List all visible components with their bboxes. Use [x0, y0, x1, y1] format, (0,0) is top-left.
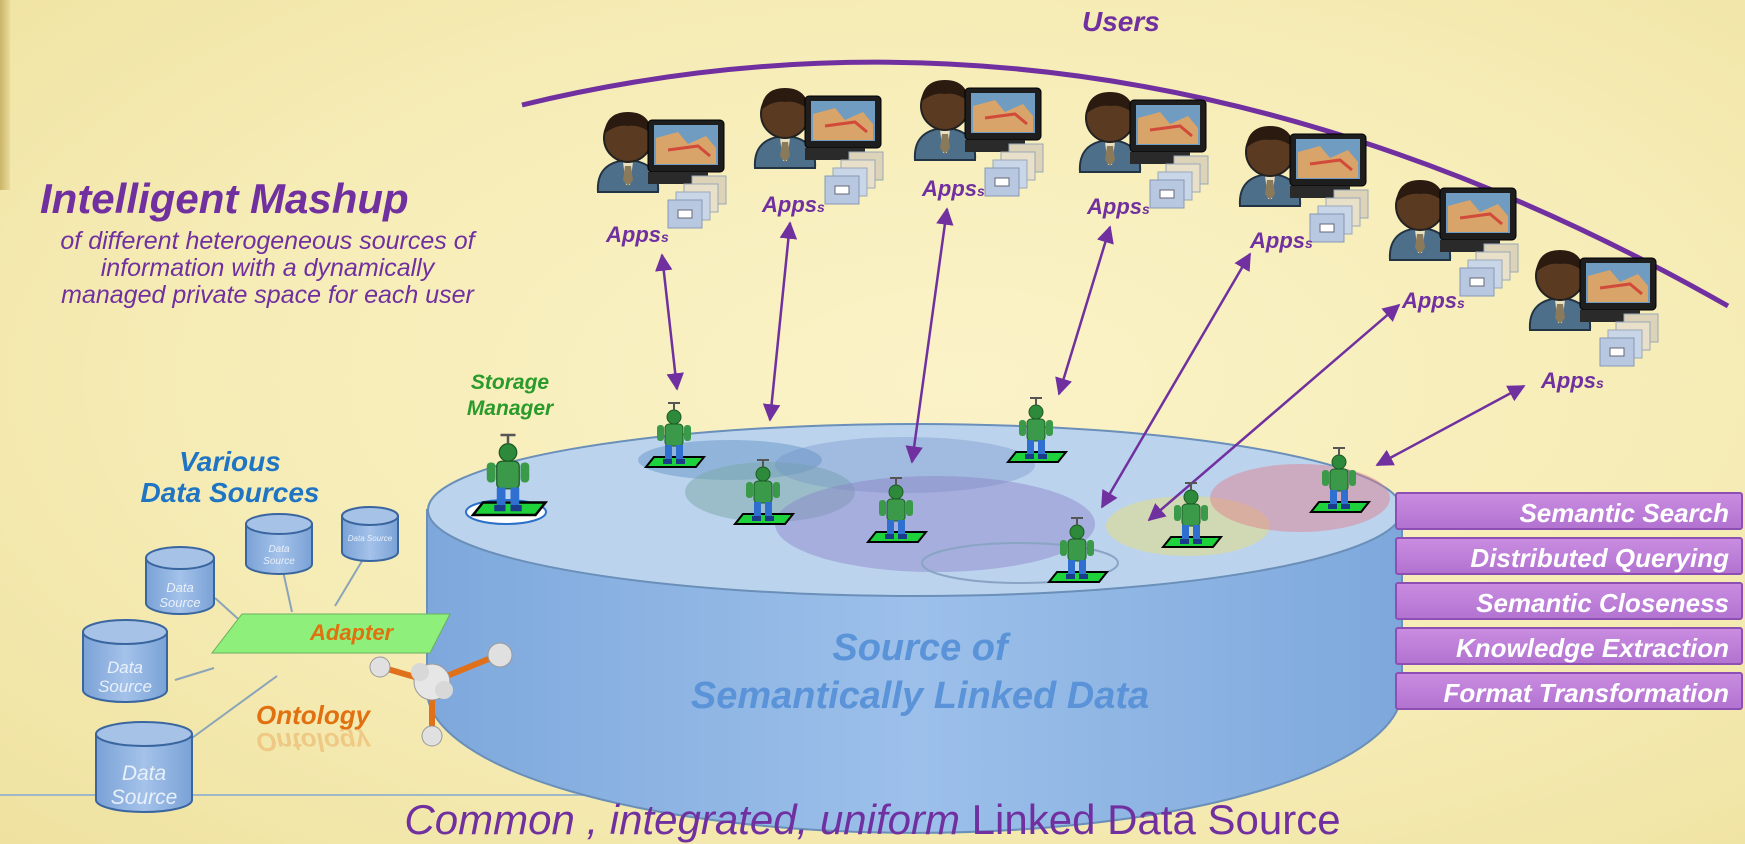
apps-label-text: Apps [1402, 288, 1457, 313]
caption-italic: Common , integrated, uniform [404, 796, 960, 843]
apps-label: Appss [1402, 288, 1465, 314]
mashup-subtitle-line: of different heterogeneous sources of [60, 227, 475, 255]
users-arc [521, 59, 1730, 309]
apps-label: Appss [1541, 368, 1604, 394]
user-icon [1528, 248, 1660, 368]
service-distributed-querying: Distributed Querying [1395, 537, 1743, 575]
user-icon [596, 110, 728, 230]
bidirectional-arrow [762, 221, 798, 422]
apps-label-suffix: s [977, 183, 985, 199]
slide-left-edge [0, 0, 10, 190]
data-sources-title-line: Data Sources [140, 477, 320, 508]
data-source-group [82, 506, 399, 813]
data-source-cylinder [341, 506, 399, 562]
data-source-cylinder [95, 721, 193, 813]
cylinder-label-line: Source of [832, 627, 1008, 669]
apps-label-text: Apps [1087, 194, 1142, 219]
data-source-label: Data Source [110, 762, 178, 809]
apps-label-suffix: s [1457, 295, 1465, 311]
apps-label-text: Apps [1541, 368, 1596, 393]
bidirectional-arrow [905, 207, 954, 464]
divider-line [0, 794, 660, 796]
apps-label-suffix: s [1142, 201, 1150, 217]
apps-label-suffix: s [1305, 235, 1313, 251]
user-icon [1388, 178, 1520, 298]
bidirectional-arrow [1375, 384, 1526, 467]
apps-label-suffix: s [1596, 375, 1604, 391]
apps-label: Appss [606, 222, 669, 248]
service-semantic-closeness: Semantic Closeness [1395, 582, 1743, 620]
data-source-label: Data Source [159, 580, 201, 610]
apps-label: Appss [1250, 228, 1313, 254]
mashup-subtitle-line: managed private space for each user [61, 281, 474, 309]
bottom-caption: Common , integrated, uniform Linked Data… [0, 796, 1745, 844]
ontology-label: Ontology [256, 700, 371, 730]
adapter-label: Adapter [310, 620, 394, 645]
bidirectional-arrow [1055, 225, 1114, 396]
data-sources-title-line: Various [179, 446, 281, 477]
user-icon [1238, 124, 1370, 244]
service-knowledge-extraction: Knowledge Extraction [1395, 627, 1743, 665]
apps-label-suffix: s [817, 199, 825, 215]
apps-label: Appss [1087, 194, 1150, 220]
apps-label-suffix: s [661, 229, 669, 245]
data-source-label: Data Source [98, 658, 152, 696]
cylinder-label-line: Semantically Linked Data [690, 675, 1150, 717]
bidirectional-arrow [655, 253, 684, 391]
mashup-subtitle: of different heterogeneous sources of in… [0, 228, 535, 309]
user-icon [753, 86, 885, 206]
mashup-subtitle-line: information with a dynamically [100, 254, 435, 282]
service-format-transformation: Format Transformation [1395, 672, 1743, 710]
cylinder-label: Source of Semantically Linked Data [620, 624, 1220, 720]
ontology-molecule-icon [369, 642, 513, 747]
various-data-sources-label: Various Data Sources [110, 446, 350, 508]
service-semantic-search: Semantic Search [1395, 492, 1743, 530]
services-list: Semantic Search Distributed Querying Sem… [1395, 492, 1743, 717]
apps-label: Appss [762, 192, 825, 218]
apps-label-text: Apps [762, 192, 817, 217]
data-source-cylinder [145, 546, 215, 615]
caption-plain: Linked Data Source [971, 796, 1341, 843]
apps-label: Appss [922, 176, 985, 202]
apps-label-text: Apps [922, 176, 977, 201]
users-label: Users [1082, 6, 1160, 37]
ontology-label-reflection: Ontology [256, 727, 371, 757]
storage-manager-label: Storage Manager [450, 370, 570, 422]
apps-label-text: Apps [606, 222, 661, 247]
adapter-plane [210, 613, 451, 654]
storage-manager-line: Manager [466, 397, 554, 420]
data-source-label: Data Source [263, 544, 295, 567]
data-source-cylinder [82, 619, 168, 703]
apps-label-text: Apps [1250, 228, 1305, 253]
user-icon [1078, 90, 1210, 210]
storage-manager-line: Storage [470, 371, 550, 394]
data-source-cylinder [245, 513, 313, 575]
mashup-title: Intelligent Mashup [40, 175, 409, 222]
data-source-label: Data Source [347, 534, 393, 543]
